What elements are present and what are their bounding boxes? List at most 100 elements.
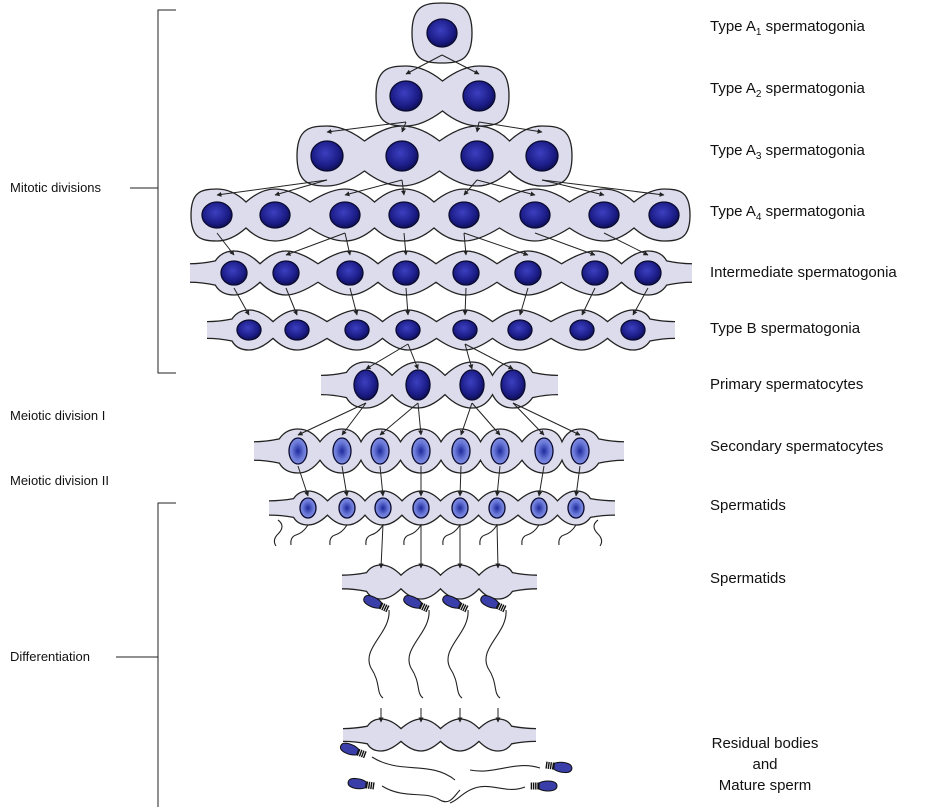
stage-label-a1: Type A1 spermatogonia [710,18,865,38]
stage-label-secondary: Secondary spermatocytes [710,438,884,455]
nucleus [388,201,420,229]
spermatid-tail [329,524,348,546]
spermatid-tail [521,524,540,546]
nucleus [370,437,390,465]
stage-label-type-b: Type B spermatogonia [710,320,861,337]
division-arrow [541,179,605,197]
division-arrow [471,402,501,436]
division-arrow [457,465,463,497]
nucleus [451,437,471,465]
nucleus [452,319,478,341]
sperm-head [545,761,573,774]
division-arrow [574,465,581,497]
stage-label-a2: Type A2 spermatogonia [710,80,865,100]
division-arrow [478,121,543,134]
division-arrow [462,287,468,316]
division-arrow [463,232,529,256]
sperm-group [340,595,573,804]
nucleus [299,497,317,519]
division-arrow [344,179,403,197]
nucleus [310,140,344,172]
division-arrow [494,465,501,497]
nucleus [500,369,526,401]
nucleus [344,319,370,341]
division-arrow [379,402,419,436]
nucleus [338,497,356,519]
division-arrow [603,232,649,256]
nucleus [488,497,506,519]
sperm-head [442,595,469,613]
division-arrow [464,343,474,370]
stage-label-primary: Primary spermatocytes [710,376,864,393]
nucleus [392,260,420,286]
final-line-2: and [752,756,778,773]
division-arrow [476,179,536,197]
nucleus [530,497,548,519]
nucleus [405,369,431,401]
division-arrow [233,287,250,316]
nucleus [259,201,291,229]
nucleus [588,201,620,229]
division-arrow [365,343,409,370]
division-arrow [403,232,409,256]
division-arrow [285,287,298,316]
sperm-head [363,595,390,613]
division-arrow [274,179,328,197]
sperm-head [340,742,367,759]
division-arrow [285,232,346,256]
nucleus [581,260,609,286]
nucleus [460,140,494,172]
sperm-tail [449,785,526,804]
sperm-tail [408,609,430,699]
nucleus [389,80,423,112]
differentiation-bracket [157,502,176,807]
spermatid-tail [403,524,422,546]
nucleus [462,80,496,112]
nucleus [329,201,361,229]
division-arrow [464,343,514,370]
sperm-head [480,595,507,613]
nucleus [272,260,300,286]
division-arrow [441,54,480,75]
phase-label-mitotic: Mitotic divisions [10,180,102,195]
division-arrow [344,232,352,256]
nucleus [525,140,559,172]
sperm-tail [469,765,541,772]
division-arrow [407,343,419,370]
division-arrow [495,523,501,569]
phase-label-meiotic-1: Meiotic division I [10,408,106,423]
division-arrow [541,179,665,197]
stage-label-spermatids-1: Spermatids [710,497,786,514]
nucleus [567,497,585,519]
stage-label-a3: Type A3 spermatogonia [710,142,865,162]
division-arrow [297,465,309,497]
division-arrow [297,402,367,436]
nucleus [385,140,419,172]
nucleus [374,497,392,519]
nucleus [448,201,480,229]
division-arrow [537,465,545,497]
division-arrow [341,402,367,436]
nucleus [490,437,510,465]
division-arrow [326,121,407,134]
nucleus [236,319,262,341]
sperm-head [347,777,375,790]
nucleus [519,201,551,229]
division-arrow [632,287,649,316]
nucleus [451,497,469,519]
division-arrow [379,465,386,497]
division-arrow [460,402,473,436]
division-arrow [405,54,443,75]
spermatid-tail [442,524,461,546]
division-arrow [378,523,384,569]
spermatid-tail [558,524,577,546]
spermatid-tail [479,524,498,546]
division-arrow [475,121,481,133]
nucleus [288,437,308,465]
stage-label-final: Residual bodies and Mature sperm [700,733,830,796]
nucleus [648,201,680,229]
nucleus [569,319,595,341]
division-arrow [534,232,596,256]
sperm-tail [447,609,469,699]
